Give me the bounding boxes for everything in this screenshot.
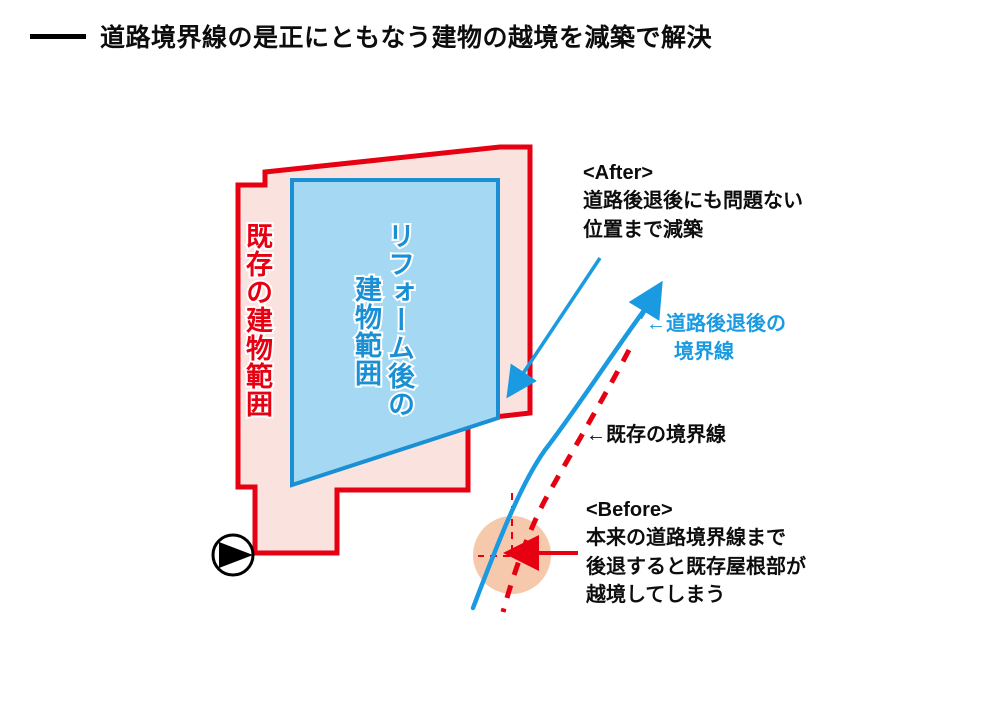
annotation-before: <Before> 本来の道路境界線まで 後退すると既存屋根部が 越境してしまう (586, 496, 806, 610)
annotation-existing-boundary-line1: ←既存の境界線 (586, 424, 726, 446)
annotation-after-line2: 位置まで減築 (583, 218, 703, 241)
annotation-setback-boundary-line2: 境界線 (674, 341, 734, 364)
north-arrow-icon (211, 533, 255, 577)
annotation-after-heading: <After> (583, 162, 654, 184)
annotation-before-line1: 本来の道路境界線まで (586, 527, 786, 550)
annotation-existing-boundary: ←既存の境界線 (586, 421, 726, 449)
annotation-before-line3: 越境してしまう (586, 584, 726, 607)
setback-boundary-line (470, 302, 651, 611)
after-leader-line (506, 257, 602, 399)
annotation-after-line1: 道路後退後にも問題ない (583, 190, 803, 213)
existing-building-label: 既存の建物範囲 (240, 220, 274, 420)
annotation-after: <After> 道路後退後にも問題ない 位置まで減築 (583, 159, 803, 244)
reform-building-shape (290, 178, 500, 488)
annotation-setback-boundary: ←道路後退後の 境界線 (646, 310, 786, 367)
existing-boundary-line (500, 348, 632, 613)
annotation-before-heading: <Before> (586, 499, 673, 521)
annotation-setback-boundary-line1: ←道路後退後の (646, 313, 786, 335)
page-title: 道路境界線の是正にともなう建物の越境を減築で解決 (30, 18, 712, 54)
reform-building-label-line1: リフォーム後の (382, 220, 416, 420)
setback-boundary-tip (628, 280, 663, 321)
title-text: 道路境界線の是正にともなう建物の越境を減築で解決 (100, 24, 713, 52)
reform-building-label-line2: 建物範囲 (349, 273, 383, 389)
annotation-before-line2: 後退すると既存屋根部が (586, 555, 806, 578)
title-dash-icon (30, 33, 86, 39)
